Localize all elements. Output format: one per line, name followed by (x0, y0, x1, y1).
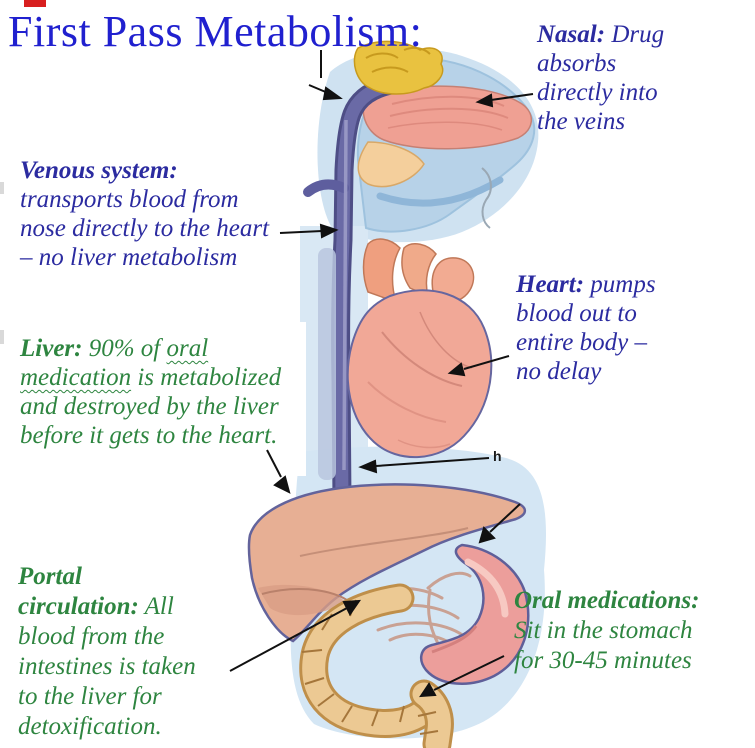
wavy-underlined-word: medication (20, 364, 132, 391)
annotation-line: to the liver for (18, 683, 162, 710)
red-edge-mark (24, 0, 46, 7)
vein-arrow-tail-glyph: h (493, 448, 502, 464)
brain-illustration (353, 40, 444, 95)
annotation-line: Heart: pumps (516, 271, 656, 298)
annotation-line: Nasal: Drug (537, 21, 665, 48)
annotation-line: – no liver metabolism (20, 244, 238, 271)
annotation-line: absorbs (537, 50, 617, 77)
annotation-line: the veins (537, 108, 626, 135)
annotation-line: Sit in the stomach (514, 617, 693, 644)
annotation-nasal: Nasal: Drug absorbs directly into the ve… (537, 20, 664, 136)
annotation-term: Nasal: (537, 21, 606, 48)
annotation-term: Heart: (516, 271, 585, 298)
annotation-term: Liver: (20, 335, 83, 362)
annotation-term: Venous system: (20, 157, 178, 184)
annotation-line: no delay (516, 358, 602, 385)
palate (357, 141, 425, 188)
annotation-line: detoxification. (18, 713, 162, 740)
annotation-oral-medications: Oral medications: Sit in the stomach for… (514, 586, 699, 676)
annotation-venous: Venous system: transports blood from nos… (20, 156, 269, 272)
annotation-term: Portal (18, 563, 82, 590)
annotation-line: medication is metabolized (20, 364, 282, 391)
annotation-line: circulation: All (18, 593, 174, 620)
annotation-line: directly into (537, 79, 658, 106)
annotation-liver: Liver: 90% of oral medication is metabol… (20, 334, 281, 450)
throat-line (481, 167, 492, 229)
annotation-line: and destroyed by the liver (20, 393, 279, 420)
annotation-line: Liver: 90% of oral (20, 335, 209, 362)
annotation-term: Oral medications: (514, 587, 700, 614)
annotation-line: for 30-45 minutes (514, 647, 692, 674)
annotation-heart: Heart: pumps blood out to entire body – … (516, 270, 656, 386)
annotation-portal: Portal circulation: All blood from the i… (18, 562, 196, 742)
gray-edge-mark (0, 182, 4, 194)
liver-label-box (4, 322, 306, 476)
annotation-line: before it gets to the heart. (20, 422, 278, 449)
annotation-line: intestines is taken (18, 653, 196, 680)
annotation-line: blood out to (516, 300, 637, 327)
vein-illustration (303, 74, 406, 510)
annotation-line: transports blood from (20, 186, 239, 213)
annotation-line: blood from the (18, 623, 165, 650)
annotation-line: entire body – (516, 329, 647, 356)
gray-edge-mark (0, 330, 4, 344)
annotation-term: circulation: (18, 593, 139, 620)
page-title: First Pass Metabolism: (8, 7, 423, 56)
wavy-underlined-word: oral (166, 335, 209, 362)
heart-illustration (346, 238, 493, 459)
stomach-illustration (419, 543, 530, 685)
annotation-line: nose directly to the heart (20, 215, 270, 242)
